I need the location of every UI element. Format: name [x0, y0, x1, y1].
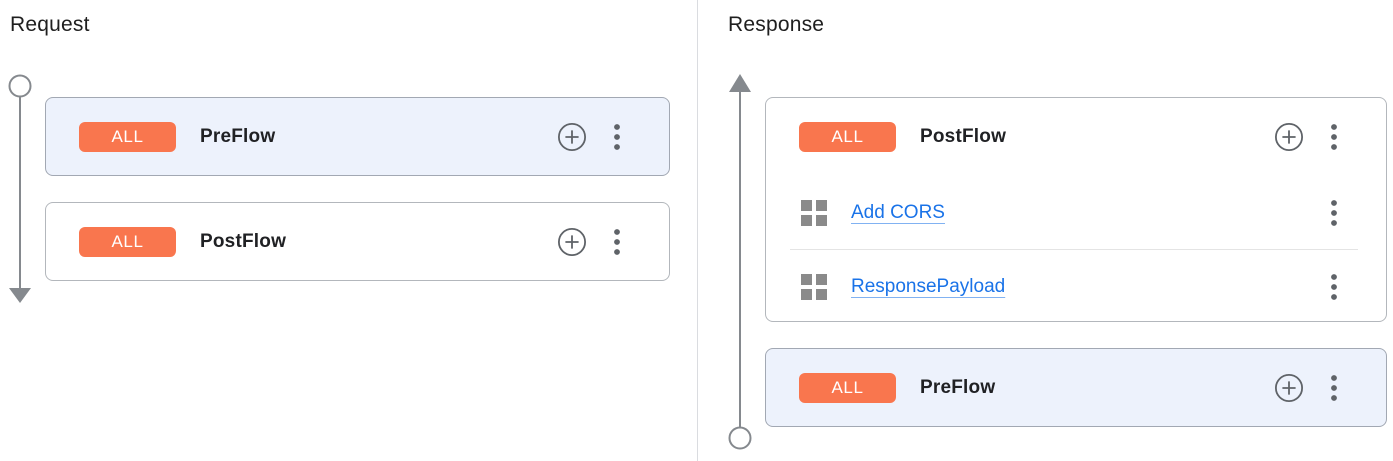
request-postflow-card[interactable]: ALL PostFlow — [45, 202, 670, 281]
add-policy-button[interactable] — [1274, 373, 1304, 403]
flow-menu-button[interactable] — [608, 123, 626, 151]
flow-header: ALL PostFlow — [766, 98, 1386, 176]
kebab-vertical-icon — [614, 124, 620, 150]
flow-name: PreFlow — [920, 377, 996, 398]
plus-circle-icon — [1274, 122, 1304, 152]
policy-row: Add CORS — [766, 176, 1386, 249]
flow-name: PostFlow — [200, 231, 287, 252]
flow-name: PreFlow — [200, 126, 276, 147]
policy-link-add-cors[interactable]: Add CORS — [851, 201, 945, 223]
flow-header: ALL PreFlow — [46, 98, 669, 176]
kebab-vertical-icon — [1331, 375, 1337, 401]
kebab-vertical-icon — [614, 229, 620, 255]
response-postflow-card[interactable]: ALL PostFlow Add C — [765, 97, 1387, 322]
response-preflow-card[interactable]: ALL PreFlow — [765, 348, 1387, 427]
policy-row-divider — [790, 249, 1358, 250]
flow-menu-button[interactable] — [1325, 123, 1343, 151]
policy-grid-icon — [801, 273, 827, 300]
flow-menu-button[interactable] — [608, 228, 626, 256]
response-timeline-arrow-up-icon — [728, 74, 752, 450]
kebab-vertical-icon — [1331, 199, 1337, 226]
policy-menu-button[interactable] — [1325, 273, 1343, 301]
kebab-vertical-icon — [1331, 124, 1337, 150]
condition-badge: ALL — [79, 122, 176, 152]
request-panel-title: Request — [10, 13, 90, 36]
flow-header: ALL PreFlow — [766, 349, 1386, 427]
policy-row: ResponsePayload — [766, 250, 1386, 323]
response-panel-title: Response — [728, 13, 825, 36]
flow-name: PostFlow — [920, 126, 1007, 147]
plus-circle-icon — [557, 122, 587, 152]
condition-badge: ALL — [79, 227, 176, 257]
add-policy-button[interactable] — [557, 122, 587, 152]
plus-circle-icon — [1274, 373, 1304, 403]
flow-menu-button[interactable] — [1325, 374, 1343, 402]
add-policy-button[interactable] — [557, 227, 587, 257]
plus-circle-icon — [557, 227, 587, 257]
condition-badge: ALL — [799, 122, 896, 152]
policy-grid-icon — [801, 199, 827, 226]
policy-menu-button[interactable] — [1325, 199, 1343, 227]
request-timeline-arrow-down-icon — [8, 74, 32, 303]
policy-link-responsepayload[interactable]: ResponsePayload — [851, 275, 1006, 297]
flow-header: ALL PostFlow — [46, 203, 669, 281]
panel-divider — [697, 0, 698, 461]
add-policy-button[interactable] — [1274, 122, 1304, 152]
request-preflow-card[interactable]: ALL PreFlow — [45, 97, 670, 176]
kebab-vertical-icon — [1331, 273, 1337, 300]
condition-badge: ALL — [799, 373, 896, 403]
